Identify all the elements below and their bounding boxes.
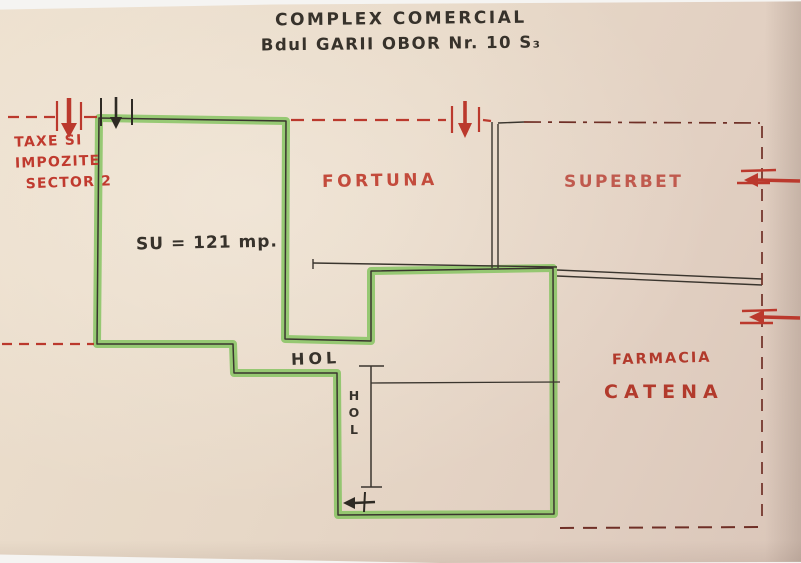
tenant-line: SECTOR 2 [25,173,113,193]
hallway-vertical-letter: H [348,388,360,403]
hallway-vertical-letter: L [350,422,358,437]
usable-area-label: SU = 121 mp. [135,231,279,255]
superbet-bottom-wall [312,259,763,286]
entrance-arrow-red-middle [458,101,472,138]
plan-title-line2: Bdul GARII OBOR Nr. 10 S₃ [260,32,542,55]
tenant-label-fortuna: FORTUNA [321,169,438,193]
green-wall-outline [93,114,558,519]
tenant-label-farmacia: FARMACIA [611,349,712,369]
entrance-arrow-red-right-upper [737,168,801,187]
boundary-dashed-superbet [523,121,763,529]
tenant-label-taxe-impozite: TAXE SI IMPOZITE SECTOR 2 [14,129,113,195]
hallway-label: HOL [290,348,341,369]
property-line-top-middle [291,106,492,133]
tenant-label-catena: CATENA [604,381,724,403]
hol-dimension-line [359,365,384,488]
inner-room-line [370,381,561,384]
hallway-label-vertical: H O L [347,387,361,438]
hallway-vertical-letter: O [348,405,360,420]
entrance-arrow-black-top [100,97,133,129]
plan-title-line1: COMPLEX COMERCIAL [274,7,527,31]
plan-title: COMPLEX COMERCIAL Bdul GARII OBOR Nr. 10… [260,8,541,55]
entrance-arrow-black-bottom [343,491,376,513]
property-line-top-left [8,101,97,131]
partition-wall-fortuna-superbet [491,121,525,268]
entrance-arrow-red-left [61,98,77,138]
tenant-label-superbet: SUPERBET [564,172,684,192]
entrance-arrow-red-right-lower [740,308,801,325]
